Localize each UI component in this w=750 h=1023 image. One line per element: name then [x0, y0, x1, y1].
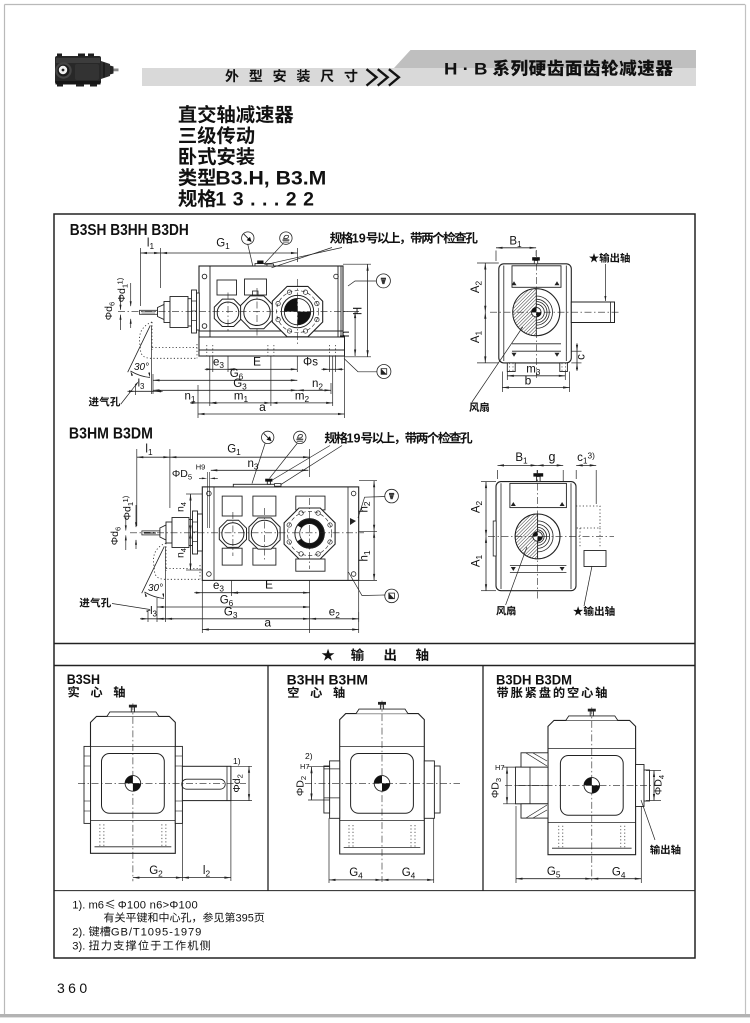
- svg-text:e3: e3: [213, 357, 224, 371]
- svg-text:1). m6: 1). m6: [72, 900, 104, 912]
- svg-text:h1: h1: [359, 550, 373, 561]
- svg-text:l2: l2: [203, 865, 211, 879]
- svg-text:h2: h2: [359, 501, 373, 512]
- svg-text:30°: 30°: [134, 362, 149, 373]
- svg-text:g: g: [549, 450, 556, 464]
- svg-text:A1: A1: [470, 330, 484, 343]
- svg-text:30°: 30°: [148, 583, 163, 594]
- svg-text:l3: l3: [138, 378, 145, 392]
- svg-text:G1: G1: [227, 444, 241, 458]
- svg-text:G4: G4: [402, 867, 416, 881]
- svg-text:n2: n2: [312, 378, 323, 392]
- svg-text:GB/T1095-1979: GB/T1095-1979: [111, 927, 202, 939]
- svg-text:B1: B1: [515, 452, 528, 466]
- svg-text:E: E: [253, 354, 261, 368]
- svg-text:m2: m2: [295, 391, 310, 405]
- svg-text:m1: m1: [234, 391, 249, 405]
- svg-text:G5: G5: [547, 866, 561, 880]
- svg-text:l1: l1: [147, 238, 155, 252]
- svg-text:m3: m3: [526, 364, 541, 378]
- svg-text:19: 19: [352, 232, 366, 246]
- svg-text:2).: 2).: [72, 927, 85, 939]
- svg-text:b: b: [525, 373, 532, 387]
- svg-text:e3: e3: [213, 580, 224, 594]
- svg-text:h: h: [340, 331, 352, 337]
- svg-text:G3: G3: [233, 378, 247, 392]
- svg-text:n4: n4: [175, 548, 189, 558]
- svg-text:B3SH: B3SH: [67, 672, 100, 687]
- svg-text:ΦD3: ΦD3: [490, 778, 504, 798]
- svg-text:l3: l3: [150, 605, 157, 619]
- svg-text:a: a: [264, 616, 271, 630]
- svg-text:l1: l1: [145, 444, 153, 458]
- svg-text:13...22: 13...22: [215, 189, 314, 211]
- svg-text:B3HM B3DM: B3HM B3DM: [69, 426, 153, 443]
- svg-text:H: H: [353, 307, 365, 315]
- svg-text:A2: A2: [470, 280, 484, 293]
- svg-text:n1: n1: [184, 391, 195, 405]
- svg-text:360: 360: [57, 980, 91, 996]
- svg-text:n3: n3: [247, 458, 258, 472]
- svg-text:Φd6: Φd6: [103, 302, 117, 320]
- svg-text:G3: G3: [224, 607, 238, 621]
- svg-text:ΦD4: ΦD4: [653, 775, 667, 795]
- svg-text:n4: n4: [175, 502, 189, 512]
- svg-text:395: 395: [236, 913, 254, 925]
- svg-text:Φd2: Φd2: [231, 774, 245, 792]
- svg-text:B3HH B3HM: B3HH B3HM: [287, 673, 368, 688]
- svg-text:B3SH B3HH B3DH: B3SH B3HH B3DH: [70, 222, 189, 239]
- svg-text:Φ100 n6>Φ100: Φ100 n6>Φ100: [118, 900, 198, 912]
- svg-text:B3.H, B3.M: B3.H, B3.M: [215, 168, 326, 190]
- svg-text:G6: G6: [230, 368, 244, 382]
- svg-text:A2: A2: [470, 500, 484, 513]
- svg-text:19: 19: [347, 432, 361, 446]
- svg-text:A1: A1: [470, 554, 484, 567]
- svg-text:ΦD2: ΦD2: [295, 776, 309, 796]
- svg-text:H9: H9: [196, 463, 206, 472]
- svg-text:B3DH B3DM: B3DH B3DM: [496, 673, 572, 688]
- svg-text:c: c: [576, 354, 588, 360]
- svg-text:G2: G2: [149, 865, 163, 879]
- svg-text:H · B: H · B: [444, 61, 488, 79]
- svg-text:E: E: [265, 578, 273, 592]
- svg-text:e2: e2: [329, 607, 340, 621]
- svg-text:G1: G1: [216, 238, 230, 252]
- svg-text:1): 1): [233, 756, 241, 766]
- svg-text:B1: B1: [509, 235, 522, 249]
- svg-text:a: a: [259, 400, 266, 414]
- svg-text:G6: G6: [220, 595, 234, 609]
- svg-text:H7: H7: [495, 763, 505, 772]
- svg-text:G4: G4: [612, 867, 626, 881]
- svg-text:ΦD5: ΦD5: [172, 468, 192, 482]
- svg-text:3).: 3).: [72, 941, 85, 953]
- svg-text:Φs: Φs: [303, 357, 318, 369]
- svg-text:H7: H7: [300, 762, 310, 771]
- svg-text:G4: G4: [349, 867, 363, 881]
- svg-text:2): 2): [305, 751, 313, 761]
- svg-text:Φd6: Φd6: [109, 527, 123, 545]
